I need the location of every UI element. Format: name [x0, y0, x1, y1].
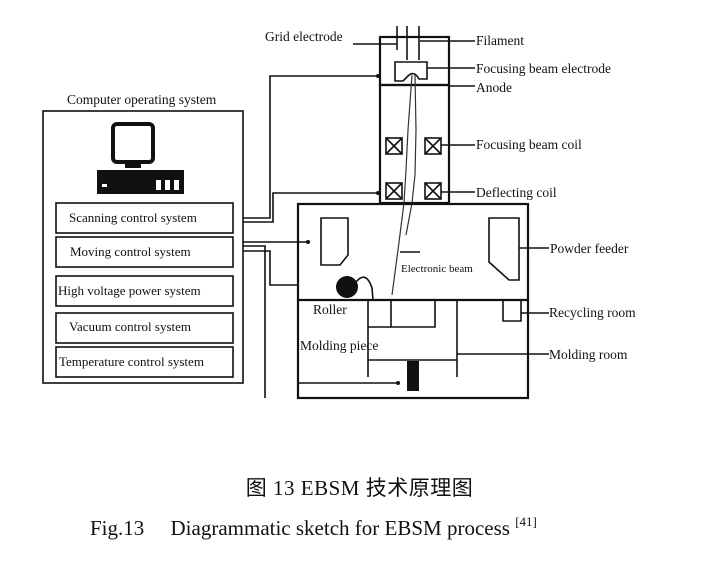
powder-hopper-right [488, 217, 520, 281]
roller [336, 276, 358, 298]
label-molding-piece: Molding piece [300, 338, 378, 353]
system-box-vacuum: Vacuum control system [55, 312, 234, 344]
computer-system-box [42, 110, 244, 384]
label-focusing-beam-electrode: Focusing beam electrode [476, 61, 611, 76]
system-label: Vacuum control system [69, 319, 191, 334]
label-grid-electrode: Grid electrode [265, 29, 343, 44]
system-label: High voltage power system [58, 283, 201, 298]
caption-english: Fig.13 Diagrammatic sketch for EBSM proc… [90, 514, 537, 541]
label-recycling-room: Recycling room [549, 305, 636, 320]
leader-lines-gun [353, 40, 475, 193]
computer-system-title: Computer operating system [67, 92, 217, 107]
caption-figure-number: Fig.13 [90, 516, 145, 540]
build-piston [407, 361, 419, 391]
label-molding-room: Molding room [549, 347, 628, 362]
label-electronic-beam: Electronic beam [401, 263, 473, 275]
label-anode: Anode [476, 80, 512, 95]
label-powder-feeder: Powder feeder [550, 241, 629, 256]
label-filament: Filament [476, 33, 524, 48]
system-box-moving: Moving control system [55, 236, 234, 268]
powder-hopper-left [320, 217, 349, 266]
label-deflecting-coil: Deflecting coil [476, 185, 557, 200]
electron-gun-column [378, 26, 451, 296]
system-label: Moving control system [70, 244, 191, 259]
system-label: Temperature control system [59, 354, 204, 369]
recycling-box [502, 300, 522, 322]
vacuum-chamber [296, 202, 530, 400]
label-focusing-beam-coil: Focusing beam coil [476, 137, 582, 152]
system-box-scanning: Scanning control system [55, 202, 234, 234]
deflecting-coil-right [424, 182, 442, 200]
system-box-high-voltage: High voltage power system [55, 275, 234, 307]
system-label: Scanning control system [69, 210, 197, 225]
leader-lines-chamber [457, 247, 549, 355]
computer-icon [97, 122, 184, 194]
caption-chinese: 图 13 EBSM 技术原理图 [245, 476, 474, 500]
caption-reference: [41] [515, 514, 537, 529]
focusing-coil-right [424, 137, 442, 155]
focusing-coil-left [385, 137, 403, 155]
deflecting-coil-left [385, 182, 403, 200]
system-box-temperature: Temperature control system [55, 346, 234, 378]
caption-title: Diagrammatic sketch for EBSM process [170, 516, 510, 540]
label-roller: Roller [313, 302, 347, 317]
